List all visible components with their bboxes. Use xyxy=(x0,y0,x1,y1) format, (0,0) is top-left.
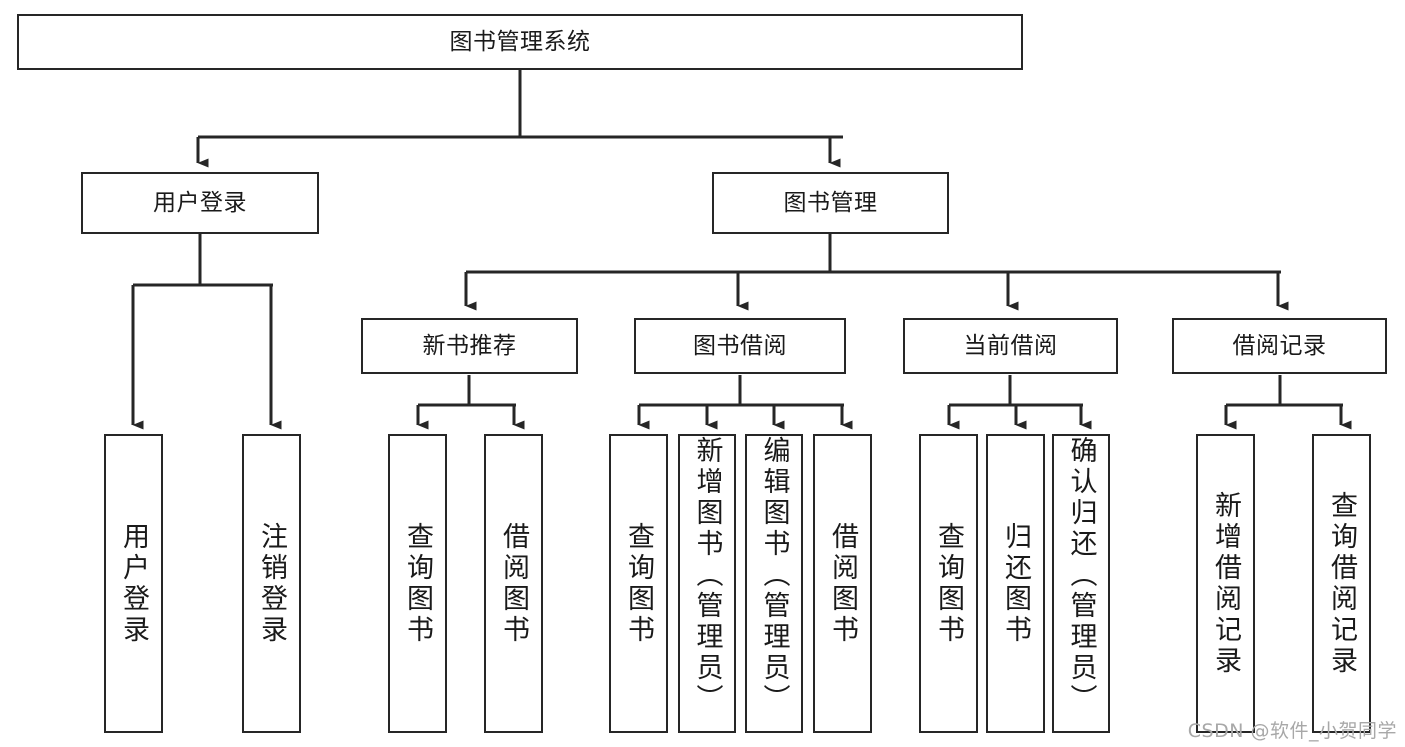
node-label: 归还图书 xyxy=(1000,521,1031,646)
leaf-edit-book-admin[interactable]: 编辑图书（管理员） xyxy=(745,434,803,733)
node-current-borrow[interactable]: 当前借阅 xyxy=(903,318,1118,374)
node-root-book-management-system[interactable]: 图书管理系统 xyxy=(17,14,1023,70)
node-label: 编辑图书（管理员） xyxy=(758,436,790,715)
leaf-add-book-admin[interactable]: 新增图书（管理员） xyxy=(678,434,736,733)
node-label: 借阅图书 xyxy=(498,521,529,646)
leaf-user-login[interactable]: 用户登录 xyxy=(104,434,163,733)
node-new-book-recommend[interactable]: 新书推荐 xyxy=(361,318,578,374)
node-book-management[interactable]: 图书管理 xyxy=(712,172,949,234)
leaf-borrow-book-borrow[interactable]: 借阅图书 xyxy=(813,434,872,733)
node-borrow-record[interactable]: 借阅记录 xyxy=(1172,318,1387,374)
node-label: 当前借阅 xyxy=(963,332,1058,359)
leaf-return-book[interactable]: 归还图书 xyxy=(986,434,1045,733)
node-label: 新增图书（管理员） xyxy=(691,436,723,715)
node-label: 图书管理 xyxy=(783,189,878,216)
leaf-borrow-book-recommend[interactable]: 借阅图书 xyxy=(484,434,543,733)
node-label: 查询图书 xyxy=(933,521,964,646)
leaf-query-book-current[interactable]: 查询图书 xyxy=(919,434,978,733)
node-user-login[interactable]: 用户登录 xyxy=(81,172,319,234)
node-label: 查询借阅记录 xyxy=(1326,490,1357,677)
node-label: 图书借阅 xyxy=(693,332,787,359)
leaf-query-book-borrow[interactable]: 查询图书 xyxy=(609,434,668,733)
leaf-query-borrow-record[interactable]: 查询借阅记录 xyxy=(1312,434,1371,733)
node-label: 查询图书 xyxy=(402,521,433,646)
node-book-borrow[interactable]: 图书借阅 xyxy=(634,318,846,374)
node-label: 借阅记录 xyxy=(1232,332,1327,359)
leaf-add-borrow-record[interactable]: 新增借阅记录 xyxy=(1196,434,1255,733)
node-label: 用户登录 xyxy=(153,189,247,216)
node-label: 借阅图书 xyxy=(827,521,858,646)
csdn-watermark: CSDN @软件_小贺同学 xyxy=(1187,720,1397,742)
node-label: 新书推荐 xyxy=(422,332,517,359)
node-label: 用户登录 xyxy=(118,521,149,646)
node-label: 查询图书 xyxy=(623,521,654,646)
leaf-confirm-return-admin[interactable]: 确认归还（管理员） xyxy=(1052,434,1110,733)
leaf-query-book-recommend[interactable]: 查询图书 xyxy=(388,434,447,733)
node-label: 图书管理系统 xyxy=(449,28,591,55)
node-label: 注销登录 xyxy=(256,521,287,646)
leaf-user-logout[interactable]: 注销登录 xyxy=(242,434,301,733)
node-label: 新增借阅记录 xyxy=(1210,490,1241,677)
node-label: 确认归还（管理员） xyxy=(1065,436,1097,715)
